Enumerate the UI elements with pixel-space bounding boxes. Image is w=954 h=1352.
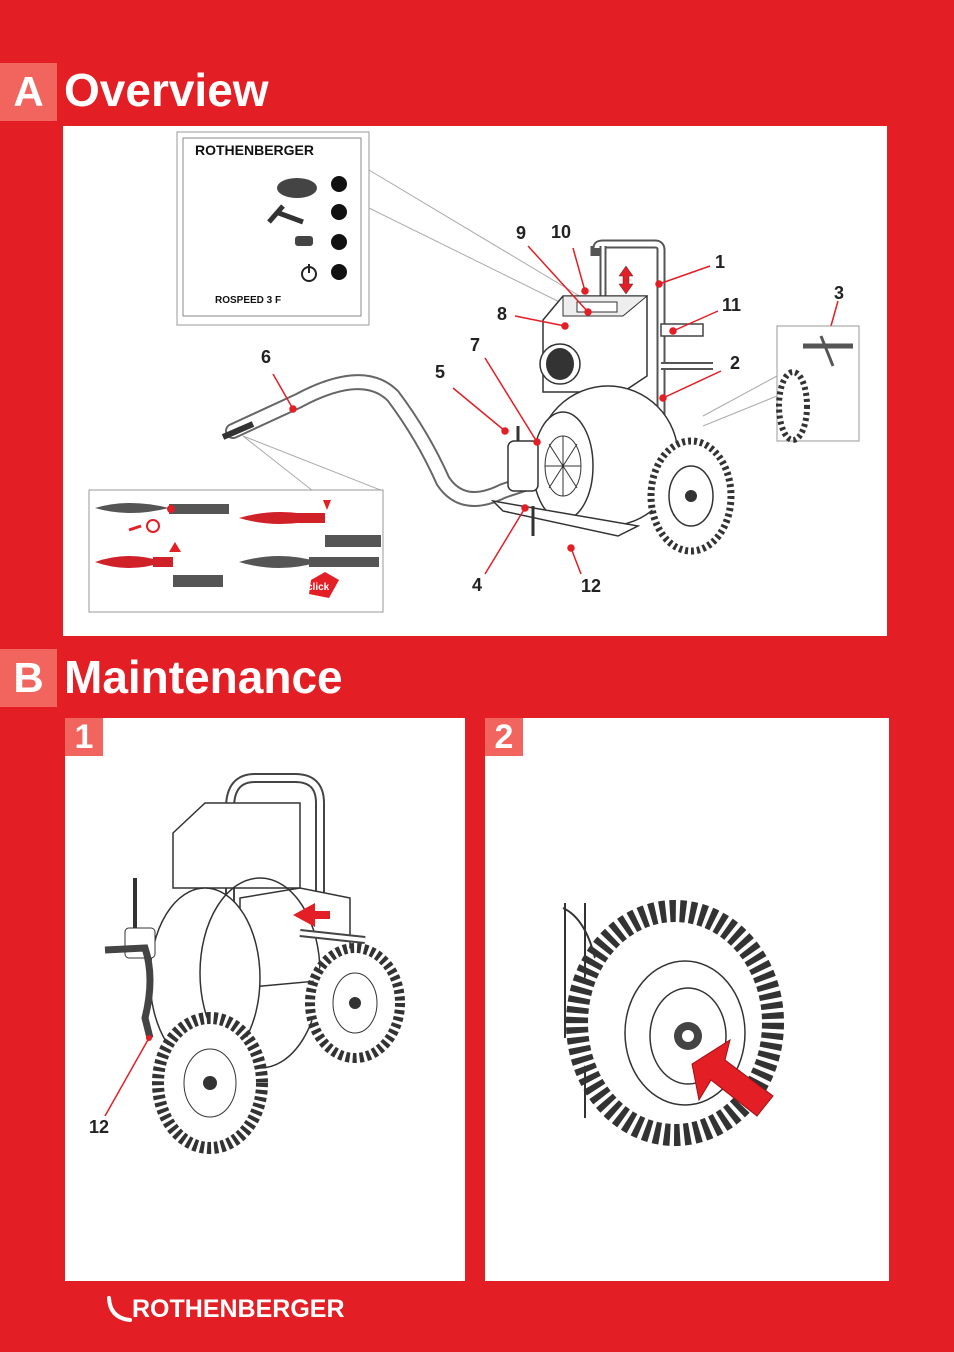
callout-10: 10 — [551, 222, 572, 242]
click-label: click — [307, 582, 330, 593]
overview-illustration — [88, 131, 860, 613]
step-1-illustration — [104, 773, 405, 1154]
label-brand: ROTHENBERGER — [195, 142, 315, 158]
callout-6: 6 — [261, 347, 272, 367]
maintenance-step-2-panel: 2 — [485, 718, 889, 1281]
callout-11: 11 — [722, 295, 742, 315]
cable-insert-diagram: click — [89, 490, 383, 612]
footer-logo: ROTHENBERGER — [106, 1294, 345, 1324]
label-model: ROSPEED 3 F — [215, 295, 282, 306]
callout-3: 3 — [834, 283, 845, 303]
section-b-letter: B — [0, 649, 57, 707]
brand-swoosh-icon — [107, 1296, 132, 1322]
cable-coupling-illustration — [95, 500, 381, 598]
callout-5: 5 — [435, 362, 446, 382]
section-a-letter: A — [0, 63, 57, 121]
step-2-illustration — [562, 900, 784, 1146]
callout-1: 1 — [715, 252, 726, 272]
callout-4: 4 — [472, 575, 483, 595]
section-b-title: Maintenance — [64, 651, 343, 703]
step-2-badge: 2 — [485, 718, 523, 756]
maintenance-step-1-panel: 1 12 — [65, 718, 465, 1281]
callout-7: 7 — [470, 335, 481, 355]
step-1-badge: 1 — [65, 718, 103, 756]
callout-8: 8 — [497, 304, 508, 324]
callout-9: 9 — [516, 223, 527, 243]
callout-2: 2 — [730, 353, 741, 373]
section-a-title: Overview — [64, 64, 269, 116]
callout-12: 12 — [581, 576, 602, 596]
footer-brand: ROTHENBERGER — [132, 1294, 345, 1323]
overview-panel: ROTHENBERGER ROSPEED 3 F — [63, 126, 887, 636]
maintenance-callout-12: 12 — [89, 1117, 110, 1137]
